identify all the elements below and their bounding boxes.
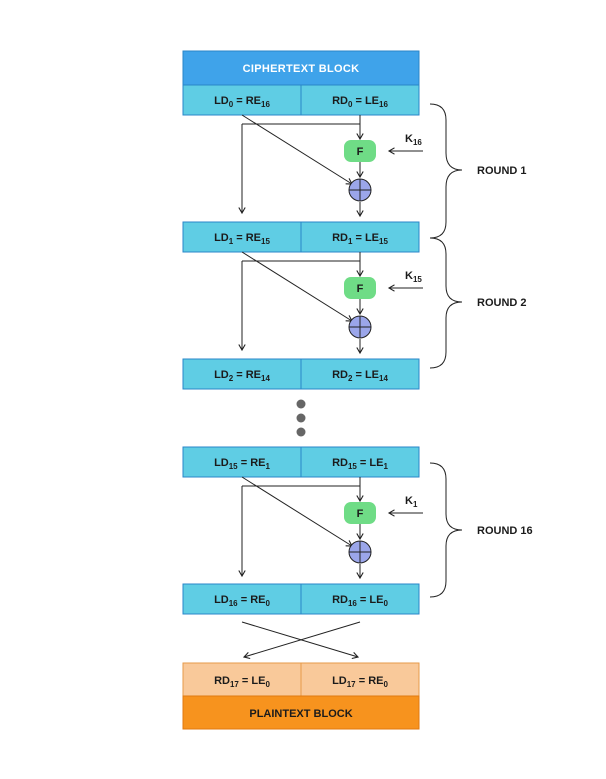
output-row: RD17 = LE0 LD17 = RE0 bbox=[182, 662, 420, 697]
round-key-label: K16 bbox=[405, 133, 422, 147]
f-function-box-2 bbox=[344, 277, 376, 299]
f-function-box-1 bbox=[344, 140, 376, 162]
f-function-label: F bbox=[357, 283, 364, 295]
ciphertext-block-header bbox=[182, 50, 420, 86]
state-row-16: LD16 = RE0 RD16 = LE0 bbox=[182, 583, 420, 615]
left-half-label: LD15 = RE1 bbox=[214, 457, 270, 471]
vertical-ellipsis-icon bbox=[296, 399, 306, 437]
final-swap-arrows bbox=[241, 621, 361, 660]
round-2-brace bbox=[429, 237, 463, 369]
ciphertext-block-label: CIPHERTEXT BLOCK bbox=[243, 63, 360, 75]
right-half-label: RD1 = LE15 bbox=[332, 232, 388, 246]
round-16-brace bbox=[429, 462, 463, 598]
f-function-label: F bbox=[357, 146, 364, 158]
xor-circle-plus-icon bbox=[348, 540, 372, 564]
round-key-label: K1 bbox=[405, 495, 418, 509]
f-function-box-16 bbox=[344, 502, 376, 524]
state-row-15: LD15 = RE1 RD15 = LE1 bbox=[182, 446, 420, 478]
round-label: ROUND 2 bbox=[477, 297, 527, 309]
right-half-label: RD15 = LE1 bbox=[332, 457, 388, 471]
right-half-label: RD16 = LE0 bbox=[332, 594, 388, 608]
plaintext-block-footer bbox=[182, 695, 420, 730]
f-function-label: F bbox=[357, 508, 364, 520]
round-key-label: K15 bbox=[405, 270, 422, 284]
left-half-label: LD2 = RE14 bbox=[214, 369, 270, 383]
round-label: ROUND 16 bbox=[477, 525, 533, 537]
round-16-flow bbox=[238, 476, 423, 580]
left-half-label: LD1 = RE15 bbox=[214, 232, 270, 246]
state-row-0: LD0 = RE16 RD0 = LE16 bbox=[182, 84, 420, 116]
state-row-2: LD2 = RE14 RD2 = LE14 bbox=[182, 358, 420, 390]
xor-circle-plus-icon bbox=[348, 178, 372, 202]
xor-circle-plus-icon bbox=[348, 315, 372, 339]
state-row-1: LD1 = RE15 RD1 = LE15 bbox=[182, 221, 420, 253]
left-half-label: LD16 = RE0 bbox=[214, 594, 270, 608]
round-label: ROUND 1 bbox=[477, 165, 527, 177]
plaintext-block-label: PLAINTEXT BLOCK bbox=[249, 708, 352, 720]
round-1-flow bbox=[238, 114, 423, 218]
right-half-label: LD17 = RE0 bbox=[332, 675, 388, 689]
round-1-brace bbox=[429, 103, 463, 239]
right-half-label: RD0 = LE16 bbox=[332, 95, 388, 109]
right-half-label: RD2 = LE14 bbox=[332, 369, 388, 383]
left-half-label: RD17 = LE0 bbox=[214, 675, 270, 689]
left-half-label: LD0 = RE16 bbox=[214, 95, 270, 109]
round-2-flow bbox=[238, 251, 423, 355]
